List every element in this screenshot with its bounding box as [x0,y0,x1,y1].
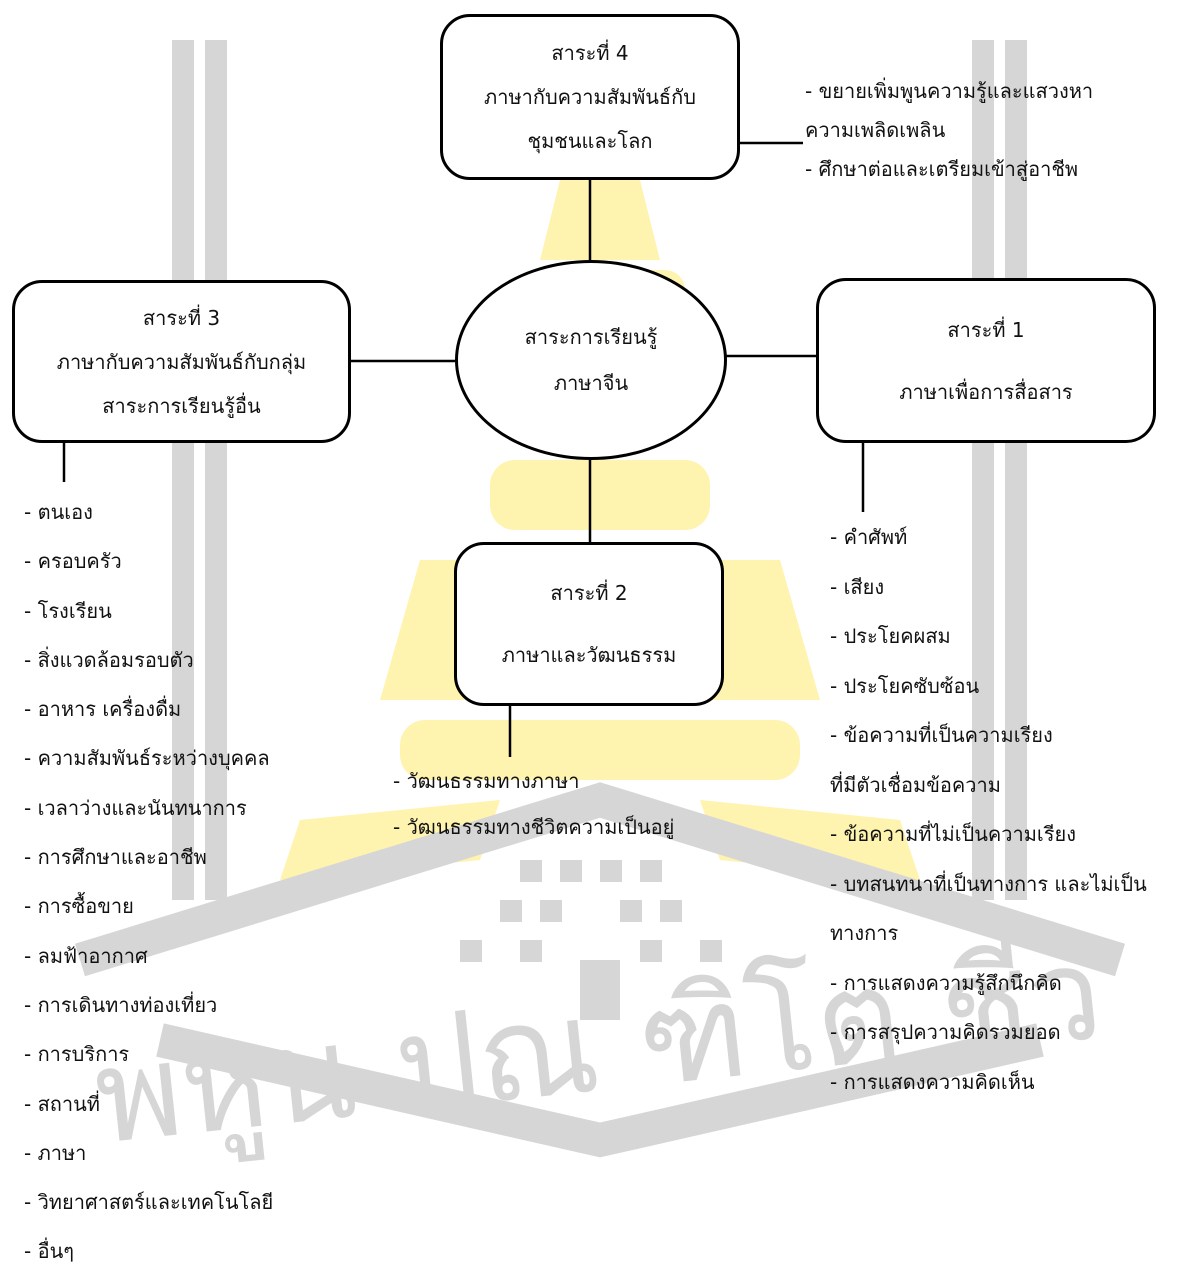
strand1-name: ภาษาเพื่อการสื่อสาร [899,379,1073,404]
strand2-name: ภาษาและวัฒนธรรม [501,643,677,667]
strand4-box: สาระที่ 4 ภาษากับความสัมพันธ์กับ ชุมชนแล… [440,14,740,180]
list-item: - เวลาว่างและนันทนาการ [24,795,247,820]
list-item: - การบริการ [24,1042,130,1067]
list-item: - ข้อความที่เป็นความเรียง [830,723,1053,747]
strand1-box: สาระที่ 1 ภาษาเพื่อการสื่อสาร [816,278,1156,443]
list-item: - การศึกษาและอาชีพ [24,845,207,870]
list-item: ทางการ [830,921,899,945]
list-item: - การแสดงความคิดเห็น [830,1069,1035,1094]
list-item: - ข้อความที่ไม่เป็นความเรียง [830,822,1076,846]
list-item: - อื่นๆ [24,1239,74,1264]
list-item: - วัฒนธรรมทางชีวิตความเป็นอยู่ [393,815,675,839]
strand4-name-line2: ชุมชนและโลก [527,129,653,153]
strand3-name-line2: สาระการเรียนรู้อื่น [102,393,261,418]
strand1-items: - คำศัพท์ - เสียง - ประโยคผสม - ประโยคซั… [830,513,1147,1107]
list-item: - ขยายเพิ่มพูนความรู้และแสวงหา [805,79,1094,103]
strand3-box: สาระที่ 3 ภาษากับความสัมพันธ์กับกลุ่ม สา… [12,280,351,443]
center-node: สาระการเรียนรู้ ภาษาจีน [455,260,727,460]
list-item: - ศึกษาต่อและเตรียมเข้าสู่อาชีพ [805,157,1079,181]
center-title-line1: สาระการเรียนรู้ [524,325,658,349]
list-item: - การเดินทางท่องเที่ยว [24,992,218,1017]
strand2-box: สาระที่ 2 ภาษาและวัฒนธรรม [454,542,724,706]
strand1-title: สาระที่ 1 [947,317,1025,342]
strand4-title: สาระที่ 4 [551,41,629,65]
list-item: ที่มีตัวเชื่อมข้อความ [830,772,1001,797]
list-item: ความเพลิดเพลิน [805,118,946,142]
list-item: - ลมฟ้าอากาศ [24,943,148,968]
strand3-title: สาระที่ 3 [142,305,221,330]
strand4-name-line1: ภาษากับความสัมพันธ์กับ [484,85,696,109]
list-item: - ประโยคซับซ้อน [830,673,980,698]
center-title-line2: ภาษาจีน [553,371,629,395]
list-item: - บทสนทนาที่เป็นทางการ และไม่เป็น [830,871,1147,896]
list-item: - ตนเอง [24,500,93,524]
list-item: - โรงเรียน [24,598,112,623]
list-item: - การสรุปความคิดรวมยอด [830,1020,1061,1044]
list-item: - ความสัมพันธ์ระหว่างบุคคล [24,746,270,771]
list-item: - การซื้อขาย [24,894,134,919]
list-item: - การแสดงความรู้สึกนึกคิด [830,970,1062,995]
strand2-title: สาระที่ 2 [550,581,628,605]
list-item: - ประโยคผสม [830,624,951,648]
list-item: - สถานที่ [24,1091,100,1116]
list-item: - อาหาร เครื่องดื่ม [24,697,182,722]
list-item: - สิ่งแวดล้อมรอบตัว [24,647,194,672]
list-item: - วิทยาศาสตร์และเทคโนโลยี [24,1190,274,1215]
list-item: - วัฒนธรรมทางภาษา [393,769,580,793]
strand2-items: - วัฒนธรรมทางภาษา - วัฒนธรรมทางชีวิตความ… [393,758,674,850]
list-item: - เสียง [830,574,885,599]
list-item: - ครอบครัว [24,549,122,574]
list-item: - คำศัพท์ [830,525,908,549]
strand4-items: - ขยายเพิ่มพูนความรู้และแสวงหา ความเพลิด… [805,72,1093,189]
strand3-name-line1: ภาษากับความสัมพันธ์กับกลุ่ม [56,349,307,374]
list-item: - ภาษา [24,1140,87,1165]
strand3-items: - ตนเอง - ครอบครัว - โรงเรียน - สิ่งแวดล… [24,488,273,1277]
